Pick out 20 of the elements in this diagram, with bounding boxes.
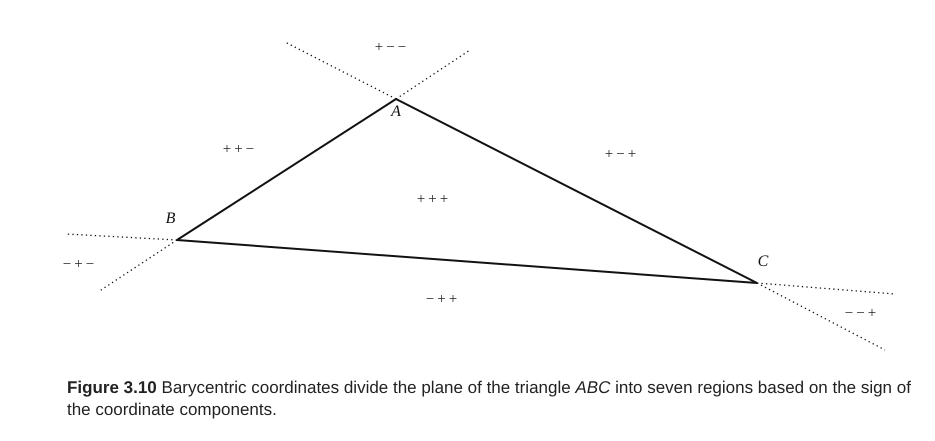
figure-caption: Figure 3.10 Barycentric coordinates divide the plane of the triangle ABC into seven regions based on the sign of the coordinate components. (67, 377, 912, 421)
triangle-side (396, 98, 758, 284)
dotted-extension-line (396, 49, 470, 100)
triangle-side (176, 239, 758, 284)
vertex-label: A (389, 103, 402, 121)
triangle-side (176, 98, 397, 241)
region-sign-label: −++ (426, 292, 460, 308)
dotted-extension-line (756, 282, 886, 351)
vertex-label: C (756, 253, 770, 271)
region-sign-label: −−+ (844, 306, 880, 322)
dotted-extension-line (284, 41, 396, 100)
region-sign-label: +−− (374, 40, 410, 56)
region-sign-label: −+− (62, 256, 98, 274)
region-sign-label: +++ (416, 192, 452, 208)
dotted-extension-line (66, 233, 178, 241)
vertex-label: B (164, 210, 176, 228)
region-sign-label: ++− (222, 142, 258, 158)
dotted-extension-line (98, 239, 178, 293)
region-sign-label: +−+ (604, 146, 640, 164)
dotted-extension-line (756, 282, 896, 295)
